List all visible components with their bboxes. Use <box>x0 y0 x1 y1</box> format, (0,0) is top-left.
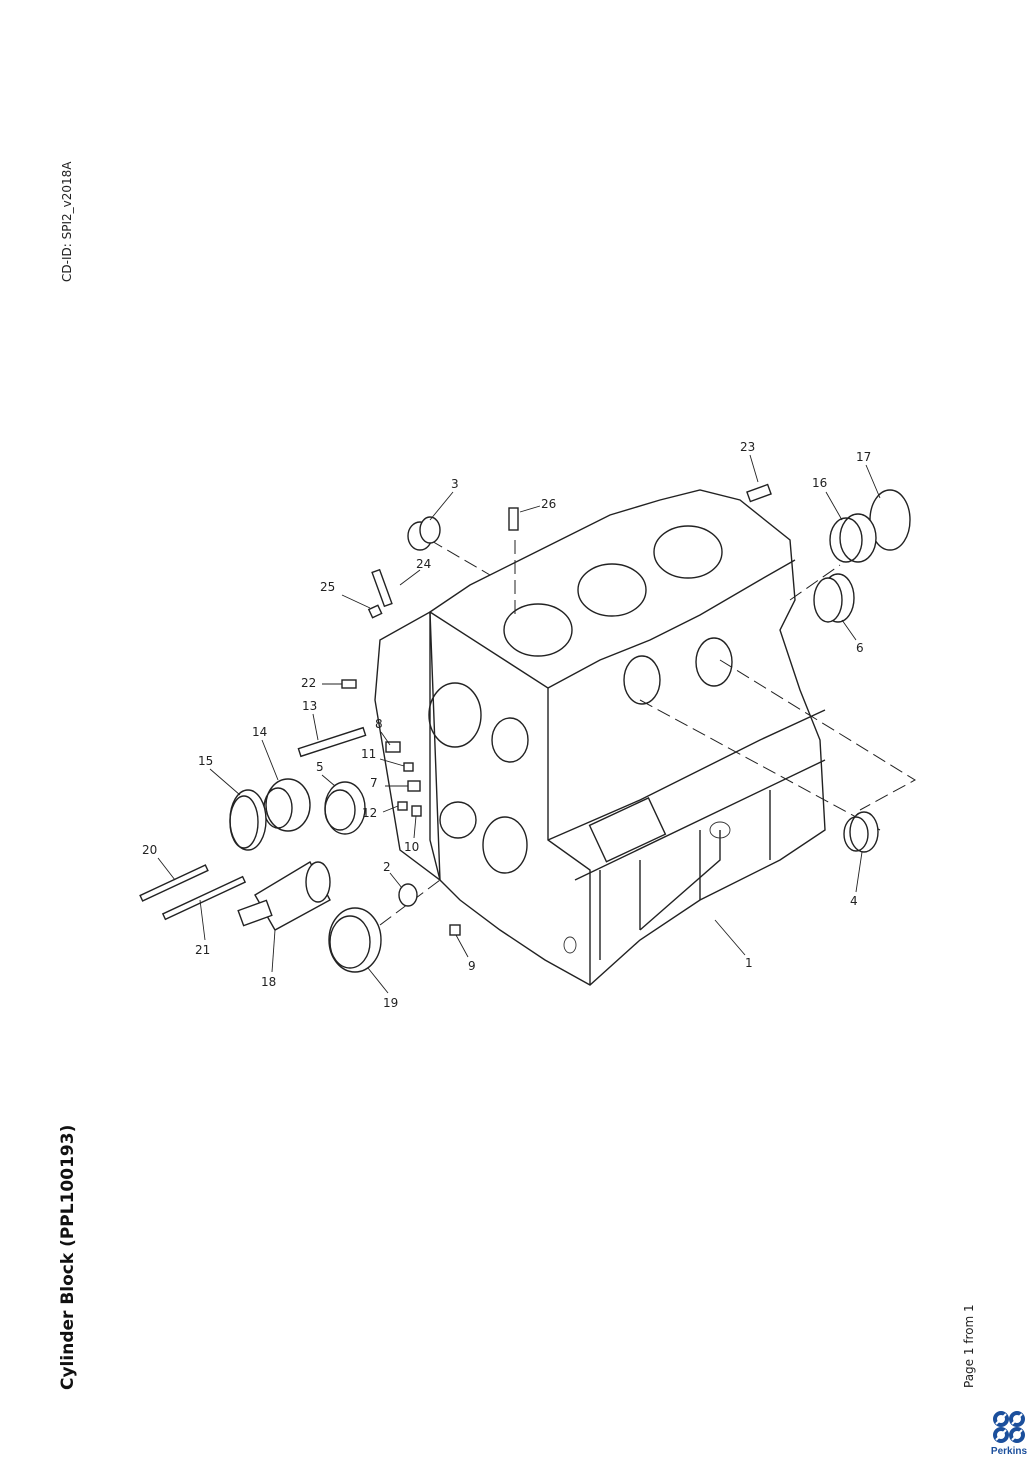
callout-25: 25 <box>320 580 335 594</box>
callout-21: 21 <box>195 943 210 957</box>
callout-24: 24 <box>416 557 431 571</box>
callout-13: 13 <box>302 699 317 713</box>
logo-wordmark: Perkins <box>990 1446 1028 1457</box>
callout-1: 1 <box>745 956 753 970</box>
callout-2: 2 <box>383 860 391 874</box>
callout-19: 19 <box>383 996 398 1010</box>
callout-11: 11 <box>361 747 376 761</box>
callout-18: 18 <box>261 975 276 989</box>
callout-4: 4 <box>850 894 858 908</box>
callout-5: 5 <box>316 760 324 774</box>
callout-23: 23 <box>740 440 755 454</box>
callout-6: 6 <box>856 641 864 655</box>
callout-3: 3 <box>451 477 459 491</box>
callout-16: 16 <box>812 476 827 490</box>
callout-7: 7 <box>370 776 378 790</box>
callout-12: 12 <box>362 806 377 820</box>
callout-labels: 1 2 3 4 5 6 7 8 9 10 11 12 13 14 15 16 1… <box>142 440 871 1010</box>
callout-9: 9 <box>468 959 476 973</box>
callout-10: 10 <box>404 840 419 854</box>
callout-20: 20 <box>142 843 157 857</box>
callout-26: 26 <box>541 497 556 511</box>
parts <box>139 483 911 973</box>
leader-lines <box>157 454 881 994</box>
callout-17: 17 <box>856 450 871 464</box>
perkins-logo: Perkins <box>988 1410 1030 1457</box>
callout-15: 15 <box>198 754 213 768</box>
callout-22: 22 <box>301 676 316 690</box>
callout-8: 8 <box>375 717 383 731</box>
callout-14: 14 <box>252 725 267 739</box>
perkins-emblem-icon <box>993 1411 1025 1443</box>
cylinder-block <box>374 489 826 986</box>
